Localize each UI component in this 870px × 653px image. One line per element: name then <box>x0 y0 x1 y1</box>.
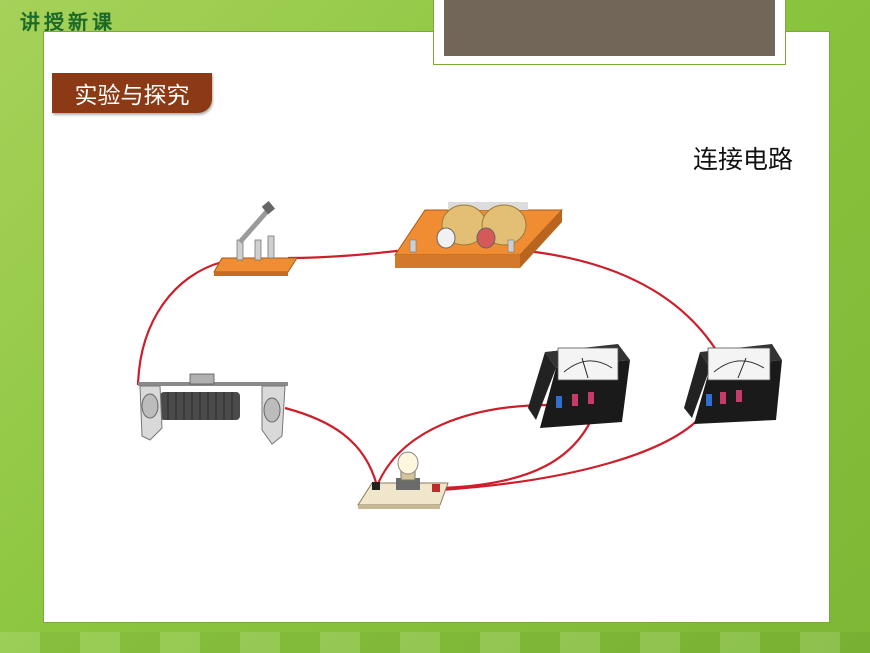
experiment-tag: 实验与探究 <box>52 73 212 113</box>
wires <box>136 248 740 492</box>
knife-switch-icon <box>213 200 298 276</box>
wire-bulb-ammeter <box>375 403 551 487</box>
title-placeholder <box>433 0 786 65</box>
bottom-decoration <box>0 632 870 653</box>
light-bulb-icon <box>357 451 449 509</box>
battery-holder-icon <box>394 202 564 268</box>
ammeter-icon <box>528 344 630 428</box>
section-title: 讲授新课 <box>20 10 116 34</box>
rheostat-icon <box>138 373 288 445</box>
wire-switch-rheostat <box>136 260 223 386</box>
title-placeholder-fill <box>444 0 775 56</box>
connect-circuit-label: 连接电路 <box>693 145 794 174</box>
wire-switch-battery <box>287 248 407 260</box>
wire-voltmeter-bulb <box>439 404 711 492</box>
wire-rheostat-bulb <box>284 406 379 487</box>
voltmeter-icon <box>684 344 782 424</box>
